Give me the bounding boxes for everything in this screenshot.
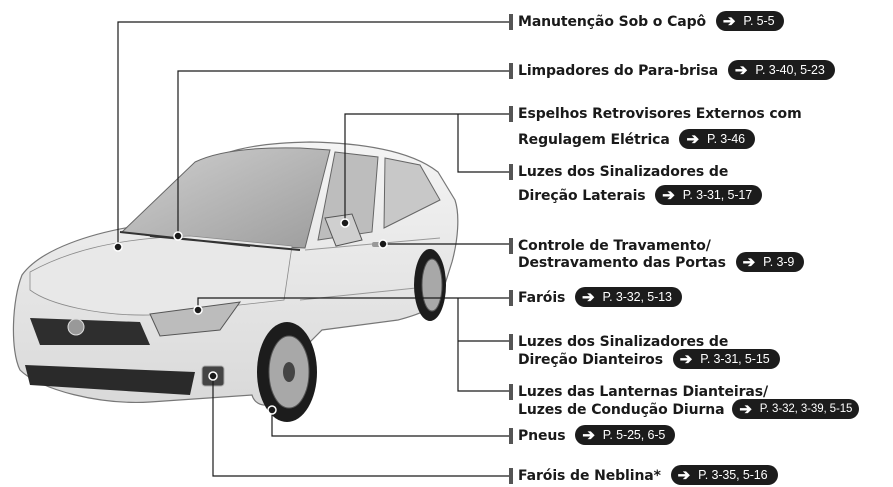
label-sinal-laterais-line2: Direção Laterais ➔P. 3-31, 5-17 xyxy=(518,185,763,207)
leader-lanternas xyxy=(457,298,510,392)
arrow-right-icon: ➔ xyxy=(739,400,752,418)
label-text: Luzes de Condução Diurna xyxy=(518,402,725,418)
page-ref-button[interactable]: ➔P. 3-40, 5-23 xyxy=(727,60,835,80)
label-bar xyxy=(509,334,513,350)
label-sinal-laterais: Luzes dos Sinalizadores de xyxy=(509,161,729,183)
label-lanternas-line2: Luzes de Condução Diurna ➔P. 3-32, 3-39,… xyxy=(518,399,860,421)
leader-limpadores xyxy=(177,70,510,236)
rear-side-window xyxy=(383,157,441,229)
page-ref-button[interactable]: ➔P. 3-32, 3-39, 5-15 xyxy=(732,399,860,419)
label-text: Regulagem Elétrica xyxy=(518,132,670,148)
label-text: Controle de Travamento/ xyxy=(518,238,711,254)
grille xyxy=(30,318,150,345)
side-mirror xyxy=(324,213,363,247)
label-text: Espelhos Retrovisores Externos com xyxy=(518,106,802,122)
label-limpadores: Limpadores do Para-brisa ➔P. 3-40, 5-23 xyxy=(509,60,835,82)
callout-dot xyxy=(173,231,183,241)
callout-dot xyxy=(340,218,350,228)
page-ref-button[interactable]: ➔P. 5-25, 6-5 xyxy=(575,425,676,445)
callout-dot xyxy=(208,371,218,381)
label-text: Manutenção Sob o Capô xyxy=(518,14,707,30)
callout-dot xyxy=(267,405,277,415)
hood xyxy=(29,235,293,316)
page-ref-button[interactable]: ➔P. 3-35, 5-16 xyxy=(670,465,778,485)
label-text: Pneus xyxy=(518,428,566,444)
page-ref-button[interactable]: ➔P. 3-9 xyxy=(735,252,805,272)
page-ref-button[interactable]: ➔P. 3-31, 5-17 xyxy=(655,185,763,205)
label-bar xyxy=(509,164,513,180)
windshield xyxy=(120,147,331,249)
label-travamento-line2: Destravamento das Portas ➔P. 3-9 xyxy=(518,252,805,274)
label-bar xyxy=(509,106,513,122)
leader-neblina xyxy=(212,376,510,477)
rear-wheel xyxy=(414,249,446,321)
label-bar xyxy=(509,468,513,484)
page-ref-button[interactable]: ➔P. 5-5 xyxy=(715,11,785,31)
callout-dot xyxy=(193,305,203,315)
page-ref-button[interactable]: ➔P. 3-32, 5-13 xyxy=(575,287,682,307)
label-travamento: Controle de Travamento/ xyxy=(509,235,711,257)
label-bar xyxy=(509,63,513,79)
label-sinal-dianteiros: Luzes dos Sinalizadores de xyxy=(509,331,729,353)
arrow-right-icon: ➔ xyxy=(722,12,736,30)
callout-dot xyxy=(378,239,388,249)
arrow-right-icon: ➔ xyxy=(677,466,691,484)
label-bar xyxy=(509,290,513,306)
label-farois: Faróis ➔P. 3-32, 5-13 xyxy=(509,287,682,309)
label-pneus: Pneus ➔P. 5-25, 6-5 xyxy=(509,425,676,447)
label-lanternas: Luzes das Lanternas Dianteiras/ xyxy=(509,381,768,403)
page-ref-button[interactable]: ➔P. 3-46 xyxy=(679,129,755,149)
label-espelhos: Espelhos Retrovisores Externos com xyxy=(509,103,802,125)
arrow-right-icon: ➔ xyxy=(734,61,748,79)
label-bar xyxy=(509,238,513,254)
arrow-right-icon: ➔ xyxy=(582,426,595,444)
label-text: Luzes das Lanternas Dianteiras/ xyxy=(518,384,768,400)
leader-pneus xyxy=(271,410,510,437)
label-bar xyxy=(509,384,513,400)
arrow-right-icon: ➔ xyxy=(582,288,595,306)
label-text: Faróis xyxy=(518,290,566,306)
arrow-right-icon: ➔ xyxy=(686,130,699,148)
leader-sinal-laterais xyxy=(457,114,510,173)
callout-dot xyxy=(113,242,123,252)
arrow-right-icon: ➔ xyxy=(679,350,693,368)
label-neblina: Faróis de Neblina* ➔P. 3-35, 5-16 xyxy=(509,465,778,487)
label-text: Direção Dianteiros xyxy=(518,352,663,368)
front-wheel xyxy=(257,322,317,422)
label-text: Destravamento das Portas xyxy=(518,255,726,271)
leader-espelhos xyxy=(344,113,510,223)
label-text: Luzes dos Sinalizadores de xyxy=(518,164,729,180)
label-manutencao: Manutenção Sob o Capô ➔P. 5-5 xyxy=(509,11,785,33)
label-bar xyxy=(509,428,513,444)
page-ref-button[interactable]: ➔P. 3-31, 5-15 xyxy=(672,349,780,369)
label-espelhos-line2: Regulagem Elétrica ➔P. 3-46 xyxy=(518,129,755,151)
leader-manutencao xyxy=(117,21,510,247)
label-bar xyxy=(509,14,513,30)
label-sinal-dianteiros-line2: Direção Dianteiros ➔P. 3-31, 5-15 xyxy=(518,349,780,371)
arrow-right-icon: ➔ xyxy=(662,186,675,204)
label-text: Limpadores do Para-brisa xyxy=(518,63,719,79)
label-text: Direção Laterais xyxy=(518,188,646,204)
label-text: Faróis de Neblina* xyxy=(518,468,661,484)
headlight xyxy=(149,301,242,337)
arrow-right-icon: ➔ xyxy=(742,253,756,271)
label-text: Luzes dos Sinalizadores de xyxy=(518,334,729,350)
